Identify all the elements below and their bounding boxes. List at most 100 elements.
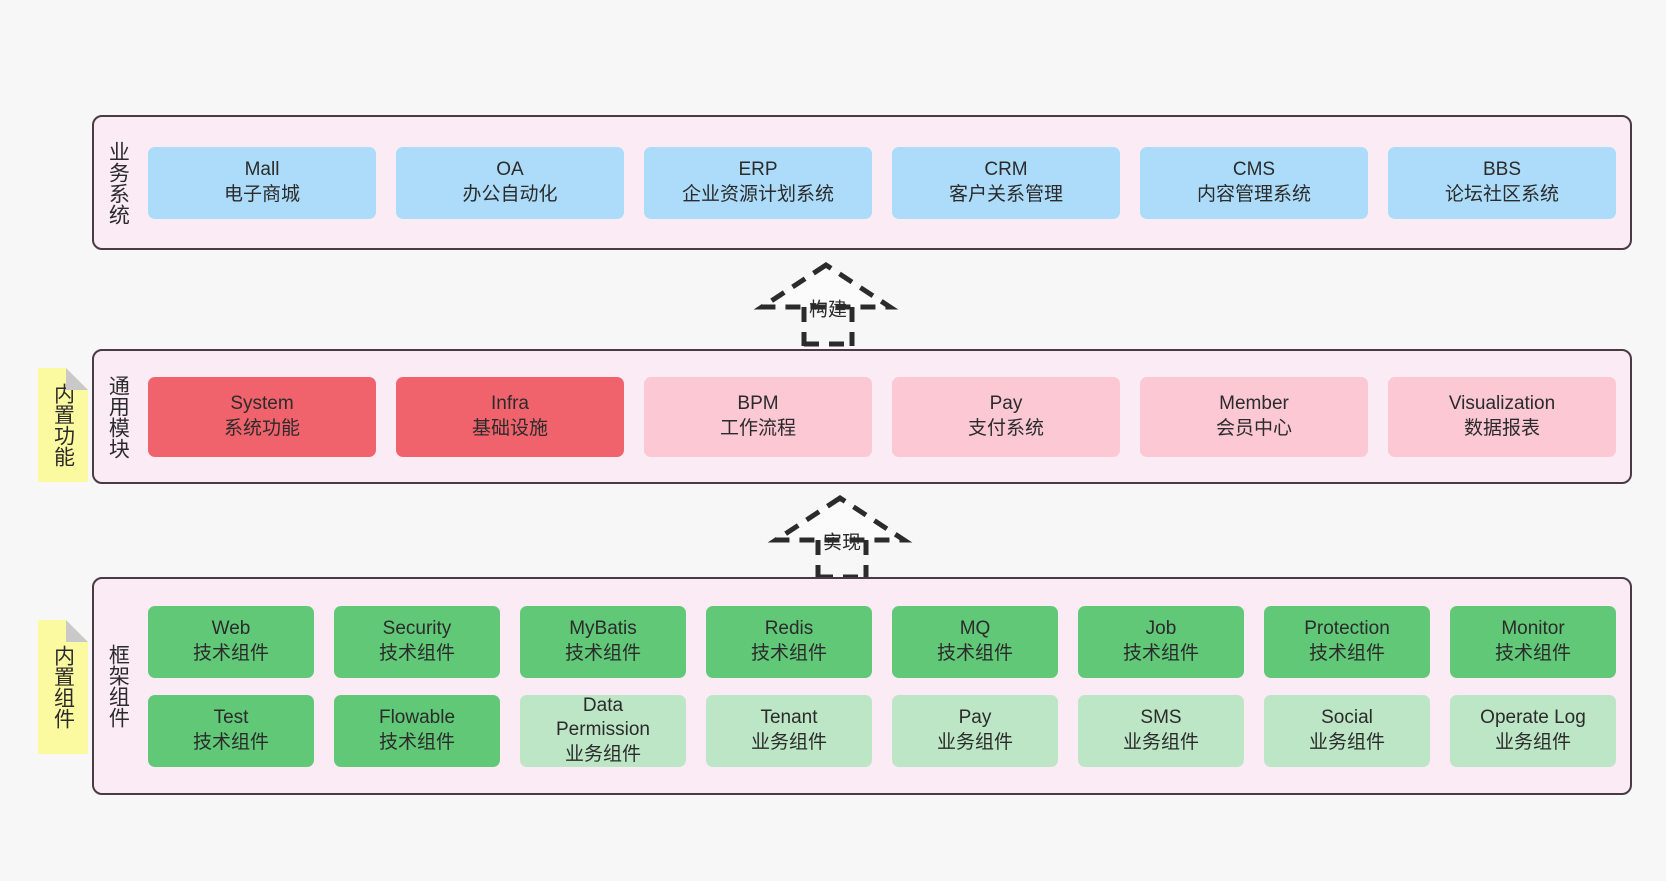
node-desc: 业务组件 xyxy=(564,743,641,765)
node-desc: 技术组件 xyxy=(936,642,1013,664)
node-bpm[interactable]: BPM 工作流程 xyxy=(644,376,872,457)
node-desc: 业务组件 xyxy=(1494,731,1571,753)
node-sms[interactable]: SMS 业务组件 xyxy=(1078,694,1244,767)
node-name: Pay xyxy=(989,393,1023,415)
node-desc: 技术组件 xyxy=(378,642,455,664)
node-desc: 技术组件 xyxy=(564,642,641,664)
note-fold-corner-icon xyxy=(66,368,88,390)
node-erp[interactable]: ERP 企业资源计划系统 xyxy=(644,146,872,219)
layer-business-system: 业务系统 Mall 电子商城 OA 办公自动化 ERP 企业资源计划系统 CRM… xyxy=(92,115,1632,250)
node-name: System xyxy=(230,393,294,415)
node-bbs[interactable]: BBS 论坛社区系统 xyxy=(1388,146,1616,219)
node-name: Redis xyxy=(764,618,814,640)
node-name: Infra xyxy=(490,393,530,415)
connector-build-label: 构建 xyxy=(808,299,848,321)
node-name: MyBatis xyxy=(569,618,637,640)
node-oa[interactable]: OA 办公自动化 xyxy=(396,146,624,219)
connector-implement-label: 实现 xyxy=(822,532,862,554)
node-pay-component[interactable]: Pay 业务组件 xyxy=(892,694,1058,767)
node-desc: 会员中心 xyxy=(1215,417,1292,439)
node-desc: 基础设施 xyxy=(471,417,548,439)
node-desc: 电子商城 xyxy=(223,183,300,205)
node-security[interactable]: Security 技术组件 xyxy=(334,605,500,678)
node-desc: 支付系统 xyxy=(967,417,1044,439)
node-redis[interactable]: Redis 技术组件 xyxy=(706,605,872,678)
node-desc: 业务组件 xyxy=(1122,731,1199,753)
node-social[interactable]: Social 业务组件 xyxy=(1264,694,1430,767)
note-builtin-component: 内置组件 xyxy=(38,620,88,754)
node-name: ERP xyxy=(738,159,778,181)
node-web[interactable]: Web 技术组件 xyxy=(148,605,314,678)
node-monitor[interactable]: Monitor 技术组件 xyxy=(1450,605,1616,678)
node-name: OA xyxy=(496,159,524,181)
node-desc: 技术组件 xyxy=(1308,642,1385,664)
node-name: Mall xyxy=(244,159,280,181)
node-desc: 论坛社区系统 xyxy=(1444,183,1559,205)
node-flowable[interactable]: Flowable 技术组件 xyxy=(334,694,500,767)
node-name: BPM xyxy=(737,393,779,415)
node-pay-module[interactable]: Pay 支付系统 xyxy=(892,376,1120,457)
node-desc: 内容管理系统 xyxy=(1196,183,1311,205)
note-fold-corner-icon xyxy=(66,620,88,642)
node-desc: 技术组件 xyxy=(750,642,827,664)
node-mall[interactable]: Mall 电子商城 xyxy=(148,146,376,219)
node-name: Pay xyxy=(958,707,992,729)
node-name: Tenant xyxy=(760,707,818,729)
node-data-permission[interactable]: Data Permission 业务组件 xyxy=(520,694,686,767)
node-desc: 技术组件 xyxy=(1122,642,1199,664)
node-desc: 客户关系管理 xyxy=(948,183,1063,205)
layer-title-framework-component: 框架组件 xyxy=(106,644,130,728)
node-desc: 办公自动化 xyxy=(462,183,558,205)
node-desc: 技术组件 xyxy=(378,731,455,753)
node-mq[interactable]: MQ 技术组件 xyxy=(892,605,1058,678)
layer-framework-component: 框架组件 Web 技术组件 Security 技术组件 MyBatis 技术组件… xyxy=(92,577,1632,795)
node-name-line2: Permission xyxy=(556,719,650,741)
layer-common-module: 通用模块 System 系统功能 Infra 基础设施 BPM 工作流程 Pay… xyxy=(92,349,1632,484)
node-protection[interactable]: Protection 技术组件 xyxy=(1264,605,1430,678)
node-mybatis[interactable]: MyBatis 技术组件 xyxy=(520,605,686,678)
node-desc: 业务组件 xyxy=(1308,731,1385,753)
node-crm[interactable]: CRM 客户关系管理 xyxy=(892,146,1120,219)
note-builtin-component-label: 内置组件 xyxy=(51,645,75,729)
node-member[interactable]: Member 会员中心 xyxy=(1140,376,1368,457)
node-name: SMS xyxy=(1140,707,1182,729)
layer-row: Mall 电子商城 OA 办公自动化 ERP 企业资源计划系统 CRM 客户关系… xyxy=(148,146,1616,219)
node-operate-log[interactable]: Operate Log 业务组件 xyxy=(1450,694,1616,767)
node-name: Data xyxy=(582,695,624,717)
connector-implement: 实现 xyxy=(767,495,922,580)
node-name: MQ xyxy=(959,618,991,640)
layer-row: System 系统功能 Infra 基础设施 BPM 工作流程 Pay 支付系统… xyxy=(148,376,1616,457)
node-test[interactable]: Test 技术组件 xyxy=(148,694,314,767)
node-desc: 企业资源计划系统 xyxy=(681,183,834,205)
node-name: Operate Log xyxy=(1480,707,1586,729)
node-desc: 业务组件 xyxy=(936,731,1013,753)
layer-row-technical: Web 技术组件 Security 技术组件 MyBatis 技术组件 Redi… xyxy=(148,605,1616,678)
layer-title-business-system: 业务系统 xyxy=(106,140,130,225)
node-desc: 业务组件 xyxy=(750,731,827,753)
node-name: Flowable xyxy=(378,707,456,729)
node-desc: 数据报表 xyxy=(1463,417,1540,439)
node-system[interactable]: System 系统功能 xyxy=(148,376,376,457)
node-cms[interactable]: CMS 内容管理系统 xyxy=(1140,146,1368,219)
node-job[interactable]: Job 技术组件 xyxy=(1078,605,1244,678)
note-builtin-function-label: 内置功能 xyxy=(51,383,75,467)
node-name: Monitor xyxy=(1501,618,1565,640)
node-name: Member xyxy=(1219,393,1289,415)
node-desc: 系统功能 xyxy=(223,417,300,439)
node-name: Protection xyxy=(1304,618,1390,640)
node-desc: 技术组件 xyxy=(192,642,269,664)
layer-row-business: Test 技术组件 Flowable 技术组件 Data Permission … xyxy=(148,694,1616,767)
node-infra[interactable]: Infra 基础设施 xyxy=(396,376,624,457)
connector-build-arrow xyxy=(753,262,899,347)
layer-body-framework-component: Web 技术组件 Security 技术组件 MyBatis 技术组件 Redi… xyxy=(140,579,1630,793)
node-name: CRM xyxy=(984,159,1028,181)
node-tenant[interactable]: Tenant 业务组件 xyxy=(706,694,872,767)
layer-body-business-system: Mall 电子商城 OA 办公自动化 ERP 企业资源计划系统 CRM 客户关系… xyxy=(140,117,1630,248)
connector-build: 构建 xyxy=(753,262,908,347)
node-name: Job xyxy=(1145,618,1177,640)
node-name: Security xyxy=(382,618,452,640)
node-name: Visualization xyxy=(1448,393,1556,415)
node-name: Social xyxy=(1321,707,1373,729)
node-visualization[interactable]: Visualization 数据报表 xyxy=(1388,376,1616,457)
